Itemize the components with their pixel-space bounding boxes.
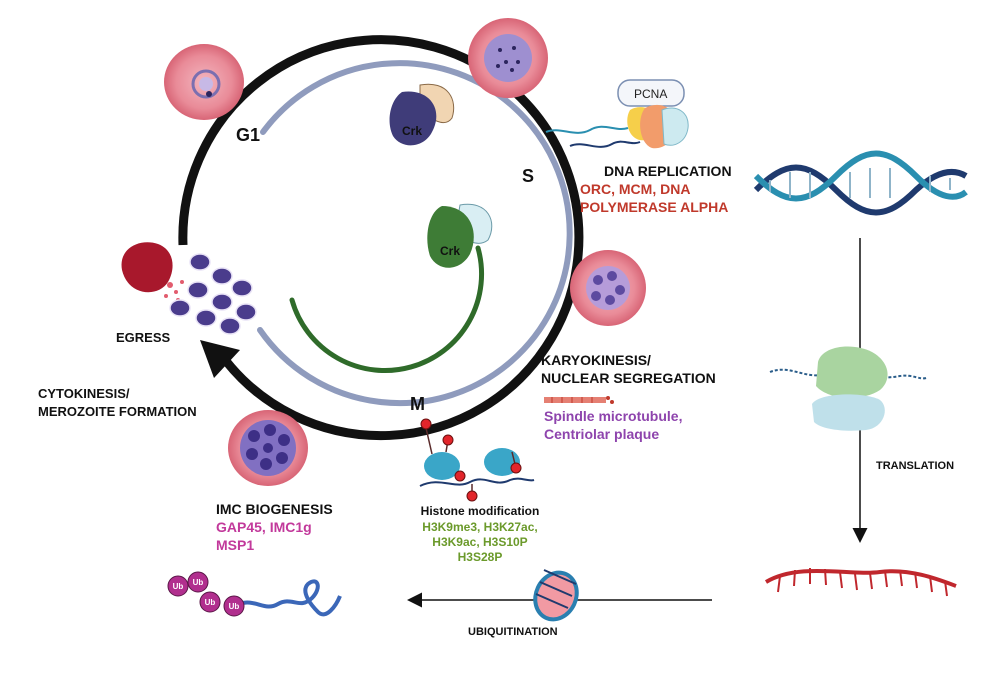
dna-replication-title: DNA REPLICATION	[604, 163, 732, 179]
pcna-label: PCNA	[634, 87, 668, 101]
egress-title: EGRESS	[116, 330, 171, 345]
histone-title: Histone modification	[420, 504, 540, 518]
karyokinesis-title-1: KARYOKINESIS/	[541, 352, 651, 368]
ubiquitin-chain: Ub Ub Ub Ub	[167, 571, 342, 617]
dna-replication-factors-1: ORC, MCM, DNA	[580, 181, 691, 197]
merozoites	[169, 253, 257, 335]
phase-label-m: M	[410, 394, 425, 414]
rbc-schizont-early	[570, 250, 646, 326]
dna-replication-factors-2: POLYMERASE ALPHA	[580, 199, 729, 215]
karyokinesis-factors-2: Centriolar plaque	[544, 426, 660, 442]
rbc-schizont-mature	[228, 410, 308, 486]
crk-label-inner: Crk	[440, 244, 461, 258]
proteasome	[533, 569, 579, 622]
cytokinesis-title-1: CYTOKINESIS/	[38, 386, 130, 401]
crk-kinase-inner	[427, 203, 493, 268]
karyokinesis-title-2: NUCLEAR SEGREGATION	[541, 370, 716, 386]
cell-cycle-outer-ring	[178, 35, 584, 441]
karyokinesis-factors-1: Spindle microtubule,	[544, 408, 683, 424]
rbc-ring-stage	[164, 44, 244, 120]
cell-cycle-inner-arc	[257, 60, 573, 407]
cell-cycle-green-arc	[289, 245, 485, 374]
translation-label: TRANSLATION	[876, 460, 955, 472]
mrna-strand	[764, 568, 957, 597]
histone-marks-2: H3K9ac, H3S10P	[432, 535, 528, 549]
cytokinesis-title-2: MEROZOITE FORMATION	[38, 404, 197, 419]
ub-label-1: Ub	[173, 582, 184, 591]
imc-title: IMC BIOGENESIS	[216, 501, 333, 517]
cycle-arrowhead	[200, 340, 240, 378]
spindle-microtubule	[544, 396, 614, 404]
imc-factors-1: GAP45, IMC1g	[216, 519, 312, 535]
ub-label-3: Ub	[205, 598, 216, 607]
crk-kinase-outer	[389, 83, 455, 146]
replication-fork	[545, 79, 689, 149]
ub-label-4: Ub	[229, 602, 240, 611]
histone-marks-3: H3S28P	[457, 550, 503, 564]
phase-label-s: S	[522, 166, 535, 186]
rbc-trophozoite	[468, 18, 548, 98]
ubiquitination-label: UBIQUITINATION	[468, 626, 558, 638]
dna-double-helix	[753, 150, 968, 216]
nucleosomes	[419, 418, 535, 502]
ribosome	[769, 346, 927, 431]
histone-marks-1: H3K9me3, H3K27ac,	[422, 520, 538, 534]
ub-label-2: Ub	[193, 578, 204, 587]
egress-rupturing-rbc	[121, 242, 184, 302]
phase-label-g1: G1	[236, 125, 261, 145]
imc-factors-2: MSP1	[216, 537, 255, 553]
crk-label-outer: Crk	[402, 124, 423, 138]
